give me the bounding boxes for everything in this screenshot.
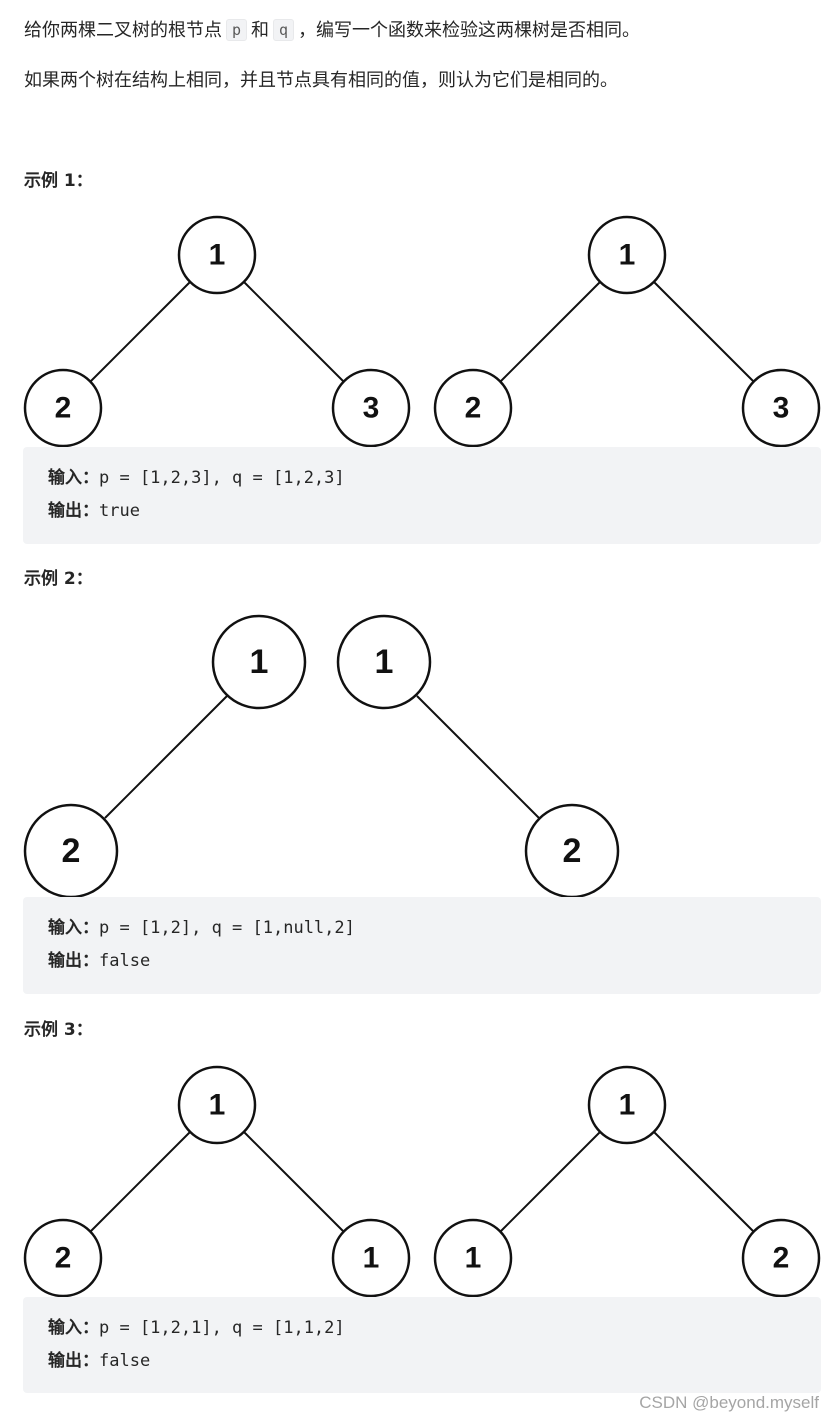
output-value: false xyxy=(99,1351,151,1371)
statement-text: ，编写一个函数来检验这两棵树是否相同。 xyxy=(298,20,641,41)
input-label: 输入： xyxy=(48,468,99,488)
tree-node-root: 1 xyxy=(177,1065,257,1145)
example-3-title: 示例 3： xyxy=(24,1020,93,1040)
inline-code-q: q xyxy=(273,19,295,41)
example-1-code-block: 输入：p = [1,2,3], q = [1,2,3] 输出：true xyxy=(23,447,821,544)
tree-edge xyxy=(499,281,601,383)
tree-node-left: 2 xyxy=(23,368,103,448)
tree-node-right: 1 xyxy=(331,1218,411,1298)
tree-node-right: 3 xyxy=(741,368,821,448)
tree-p: 1 2 xyxy=(23,614,307,899)
svg-text:1: 1 xyxy=(619,239,636,272)
tree-edge xyxy=(653,1131,755,1233)
tree-edge xyxy=(653,281,755,383)
tree-q: 1 2 3 xyxy=(433,215,821,448)
svg-text:1: 1 xyxy=(375,643,394,681)
svg-text:2: 2 xyxy=(55,392,72,425)
inline-code-p: p xyxy=(226,19,248,41)
svg-text:2: 2 xyxy=(465,392,482,425)
output-line: 输出：false xyxy=(48,950,150,972)
svg-text:1: 1 xyxy=(465,1242,482,1275)
tree-node-left: 2 xyxy=(23,1218,103,1298)
output-value: true xyxy=(99,501,140,521)
svg-text:1: 1 xyxy=(209,239,226,272)
tree-edge xyxy=(104,695,228,819)
example-1-trees-figure: 1 2 3 1 2 3 xyxy=(23,215,821,448)
svg-text:3: 3 xyxy=(363,392,380,425)
tree-p: 1 2 3 xyxy=(23,215,411,448)
svg-text:1: 1 xyxy=(619,1089,636,1122)
output-label: 输出： xyxy=(48,501,99,521)
tree-node-right: 2 xyxy=(741,1218,821,1298)
input-line: 输入：p = [1,2], q = [1,null,2] xyxy=(48,917,355,939)
example-2-code-block: 输入：p = [1,2], q = [1,null,2] 输出：false xyxy=(23,897,821,994)
svg-text:1: 1 xyxy=(363,1242,380,1275)
svg-text:1: 1 xyxy=(209,1089,226,1122)
input-value: p = [1,2,3], q = [1,2,3] xyxy=(99,468,345,488)
tree-node-root: 1 xyxy=(177,215,257,295)
output-line: 输出：false xyxy=(48,1350,150,1372)
tree-p: 1 2 1 xyxy=(23,1065,411,1298)
input-value: p = [1,2], q = [1,null,2] xyxy=(99,918,355,938)
tree-node-left: 2 xyxy=(23,803,119,899)
tree-edge xyxy=(416,695,540,819)
svg-text:2: 2 xyxy=(563,832,582,870)
output-line: 输出：true xyxy=(48,500,140,522)
input-label: 输入： xyxy=(48,1318,99,1338)
tree-node-root: 1 xyxy=(587,1065,667,1145)
tree-node-right: 2 xyxy=(524,803,620,899)
csdn-watermark: CSDN @beyond.myself xyxy=(639,1393,819,1412)
output-label: 输出： xyxy=(48,1351,99,1371)
statement-text: 和 xyxy=(251,20,270,41)
example-3-trees-figure: 1 2 1 1 1 2 xyxy=(23,1065,821,1298)
input-value: p = [1,2,1], q = [1,1,2] xyxy=(99,1318,345,1338)
example-2-trees-figure: 1 2 1 2 xyxy=(23,614,620,899)
tree-node-root: 1 xyxy=(211,614,307,710)
svg-text:2: 2 xyxy=(55,1242,72,1275)
tree-edge xyxy=(89,1131,191,1233)
tree-q: 1 2 xyxy=(336,614,620,899)
svg-text:1: 1 xyxy=(250,643,269,681)
input-line: 输入：p = [1,2,1], q = [1,1,2] xyxy=(48,1317,345,1339)
example-2-title: 示例 2： xyxy=(24,569,93,589)
example-3-code-block: 输入：p = [1,2,1], q = [1,1,2] 输出：false xyxy=(23,1297,821,1393)
tree-node-left: 1 xyxy=(433,1218,513,1298)
output-value: false xyxy=(99,951,151,971)
input-label: 输入： xyxy=(48,918,99,938)
input-line: 输入：p = [1,2,3], q = [1,2,3] xyxy=(48,467,345,489)
tree-node-left: 2 xyxy=(433,368,513,448)
svg-text:2: 2 xyxy=(62,832,81,870)
tree-node-root: 1 xyxy=(336,614,432,710)
output-label: 输出： xyxy=(48,951,99,971)
problem-definition: 如果两个树在结构上相同，并且节点具有相同的值，则认为它们是相同的。 xyxy=(24,70,618,91)
svg-text:2: 2 xyxy=(773,1242,790,1275)
example-1-title: 示例 1： xyxy=(24,171,93,191)
tree-q: 1 1 2 xyxy=(433,1065,821,1298)
tree-node-right: 3 xyxy=(331,368,411,448)
tree-edge xyxy=(89,281,191,383)
tree-node-root: 1 xyxy=(587,215,667,295)
tree-edge xyxy=(243,1131,345,1233)
tree-edge xyxy=(243,281,345,383)
svg-text:3: 3 xyxy=(773,392,790,425)
tree-edge xyxy=(499,1131,601,1233)
statement-text: 给你两棵二叉树的根节点 xyxy=(24,20,222,41)
